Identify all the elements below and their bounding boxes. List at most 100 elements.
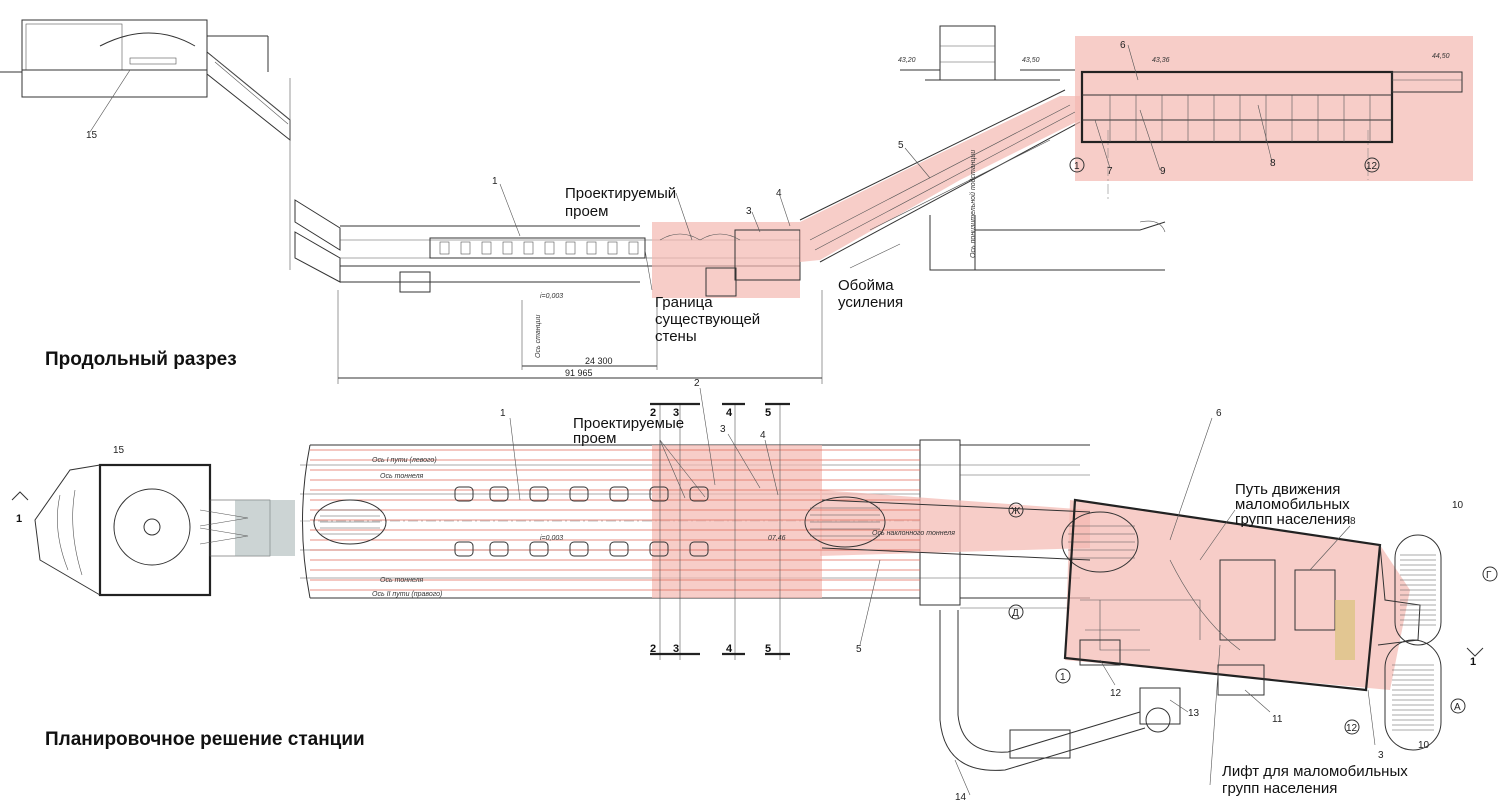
callout-12-plan: 12 [1110, 688, 1122, 699]
platform-column [609, 486, 629, 502]
axis-1-plan: 1 [1060, 672, 1066, 683]
callout-9-section: 9 [1160, 166, 1166, 177]
dimension-24300: 24 300 [585, 356, 613, 366]
platform-column [529, 541, 549, 557]
platform-column [689, 486, 709, 502]
hall-column [502, 241, 513, 255]
mobility-lift-label-2: групп населения [1222, 780, 1337, 797]
tunnel-axis-label-2: Ось тоннеля [380, 577, 424, 584]
platform-column [529, 486, 549, 502]
callout-8-section: 8 [1270, 158, 1276, 169]
plan-vestibule-highlight [1065, 500, 1410, 690]
section-mark-5-top: 5 [765, 407, 771, 419]
platform-column [689, 541, 709, 557]
platform-column [569, 541, 589, 557]
callout-6-section: 6 [1120, 40, 1126, 51]
mobility-path-label-3: групп населения [1235, 511, 1350, 528]
elevation-4: 44,50 [1432, 53, 1450, 60]
designed-opening-label-1: Проектируемый [565, 185, 676, 202]
plan-elevation: 07,46 [768, 535, 786, 542]
wall-boundary-label-2: существующей [655, 311, 760, 328]
slope-label: i=0,003 [540, 293, 563, 300]
section-mark-2-top: 2 [650, 407, 656, 419]
axis-1-section: 1 [1074, 161, 1080, 172]
callout-13-plan: 13 [1188, 708, 1200, 719]
vestibule-15 [34, 463, 295, 597]
substation-axis-label: Ось понизительной подстанции [969, 150, 977, 258]
platform-column [489, 486, 509, 502]
designed-opening-zone [652, 222, 800, 298]
wall-boundary-label-1: Граница [655, 294, 713, 311]
platform-column [454, 486, 474, 502]
callout-1-plan: 1 [500, 408, 506, 419]
section-mark-5-bottom: 5 [765, 643, 771, 655]
callout-3-plan-right: 3 [1378, 750, 1384, 761]
section-mark-4-bottom: 4 [726, 643, 733, 655]
hall-column [586, 241, 597, 255]
section-mark-3-bottom: 3 [673, 643, 679, 655]
platform-column [649, 541, 669, 557]
section-mark-3-top: 3 [673, 407, 679, 419]
mobility-lift-label-1: Лифт для маломобильных [1222, 763, 1408, 780]
tunnel-axis-label-1: Ось тоннеля [380, 473, 424, 480]
section-mark-1-left: 1 [16, 513, 22, 525]
station-hall-section [429, 237, 646, 259]
wall-boundary-label-3: стены [655, 328, 697, 345]
mobility-path-label-2: маломобильных [1235, 496, 1350, 513]
callout-4-plan: 4 [760, 430, 766, 441]
platform-column [649, 486, 669, 502]
platform-column [609, 541, 629, 557]
designed-openings-zone [652, 445, 822, 598]
hall-column [628, 241, 639, 255]
designed-openings-label-2: проем [573, 430, 616, 447]
surface-vestibule-section [0, 19, 291, 270]
section-mark-1-right: 1 [1470, 656, 1476, 668]
hall-column [565, 241, 576, 255]
hall-column [523, 241, 534, 255]
longitudinal-section: Продольный разрез Проектируемый проем Гр… [0, 19, 1473, 384]
callout-10-plan-top: 10 [1452, 500, 1464, 511]
axis-12-section: 12 [1366, 161, 1378, 172]
elevation-3: 43,36 [1152, 57, 1170, 64]
platform-column [454, 541, 474, 557]
section-mark-4-top: 4 [726, 407, 733, 419]
reinforcement-label-2: усиления [838, 294, 903, 311]
callout-3-plan: 3 [720, 424, 726, 435]
platform-column [569, 486, 589, 502]
callout-6-plan: 6 [1216, 408, 1222, 419]
callout-15-section: 15 [86, 130, 98, 141]
new-vestibule-highlight [1075, 36, 1473, 181]
callout-5-plan: 5 [856, 644, 862, 655]
station-axis-label: Ось станции [535, 315, 542, 358]
designed-opening-label-2: проем [565, 203, 608, 220]
section-title: Продольный разрез [45, 349, 237, 370]
reinforcement-label-1: Обойма [838, 277, 894, 294]
station-plan: Планировочное решение станции Проектируе… [11, 378, 1498, 801]
plan-slope-label: i=0,003 [540, 535, 563, 542]
callout-8-plan: 8 [1350, 516, 1356, 527]
callout-3-section: 3 [746, 206, 752, 217]
callout-10-plan-bottom: 10 [1418, 740, 1430, 751]
escalator-axis-label: Ось наклонного тоннеля [872, 530, 955, 537]
track2-label: Ось II пути (правого) [372, 591, 442, 598]
plan-title: Планировочное решение станции [45, 729, 365, 750]
axis-12-plan: 12 [1346, 723, 1358, 734]
callout-4-section: 4 [776, 188, 782, 199]
hall-column [460, 241, 471, 255]
dimension-91965: 91 965 [565, 368, 593, 378]
mobility-path-label-1: Путь движения [1235, 481, 1340, 498]
section-mark-2-bottom: 2 [650, 643, 656, 655]
callout-2-plan: 2 [694, 378, 700, 389]
axis-A-plan: А [1454, 702, 1461, 713]
hall-column [481, 241, 492, 255]
callout-14-plan: 14 [955, 792, 967, 801]
designed-openings-label-1: Проектируемые [573, 415, 684, 432]
hall-column [544, 241, 555, 255]
elevation-1: 43,20 [898, 57, 916, 64]
axis-Zh-plan: Ж [1011, 506, 1021, 517]
callout-7-section: 7 [1107, 166, 1113, 177]
track1-label: Ось I пути (левого) [372, 457, 437, 464]
hall-column [607, 241, 618, 255]
elevation-2: 43,50 [1022, 57, 1040, 64]
